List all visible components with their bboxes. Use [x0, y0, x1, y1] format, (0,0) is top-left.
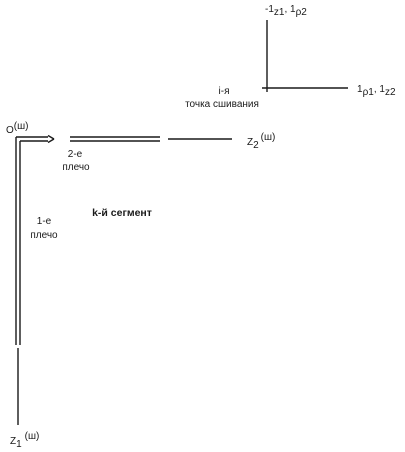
- origin-label: O(ш): [6, 121, 28, 136]
- origin-label-main: O: [6, 125, 14, 136]
- origin-label-sup: (ш): [14, 121, 29, 132]
- arm1-end-label-sub: 1: [16, 439, 22, 450]
- arm1-end-label: Z1(ш): [10, 431, 39, 450]
- arm2-label-line2: плечо: [62, 162, 90, 173]
- stitch-point-label-line1: i-я: [219, 86, 230, 97]
- arm1-label-line2: плечо: [30, 230, 58, 241]
- arm2-end-label-main: Z: [247, 137, 253, 148]
- vertical-axis-label: -1z1, 1ρ2: [265, 4, 307, 18]
- arm2-end-label-sup: (ш): [261, 132, 276, 143]
- arm2-end-label-sub: 2: [253, 140, 259, 151]
- horizontal-axis-label-sub2: z2: [385, 87, 396, 98]
- arm2-label-line1: 2-е: [68, 149, 83, 160]
- horizontal-axis-label-sep: , 1: [374, 84, 386, 95]
- horizontal-axis-label-main: 1: [357, 84, 363, 95]
- stitch-point-label-line2: точка сшивания: [185, 99, 259, 110]
- vertical-axis-label-main: -1: [265, 4, 274, 15]
- horizontal-axis-label-sub1: ρ1: [363, 87, 375, 98]
- arm2-end-label: Z2(ш): [247, 132, 275, 151]
- arm2-arrow-lower: [47, 138, 55, 144]
- vertical-axis-label-sub1: z1: [274, 7, 285, 18]
- horizontal-axis-label: 1ρ1, 1z2: [357, 84, 396, 98]
- arm2-arrow-upper: [47, 134, 55, 140]
- arm1-end-label-sup: (ш): [25, 431, 40, 442]
- vertical-axis-label-sub2: ρ2: [296, 7, 308, 18]
- segment-label: k-й сегмент: [92, 207, 152, 219]
- arm1-end-label-main: Z: [10, 436, 16, 447]
- arm1-label-line1: 1-е: [37, 216, 52, 227]
- vertical-axis-label-sep: , 1: [284, 4, 296, 15]
